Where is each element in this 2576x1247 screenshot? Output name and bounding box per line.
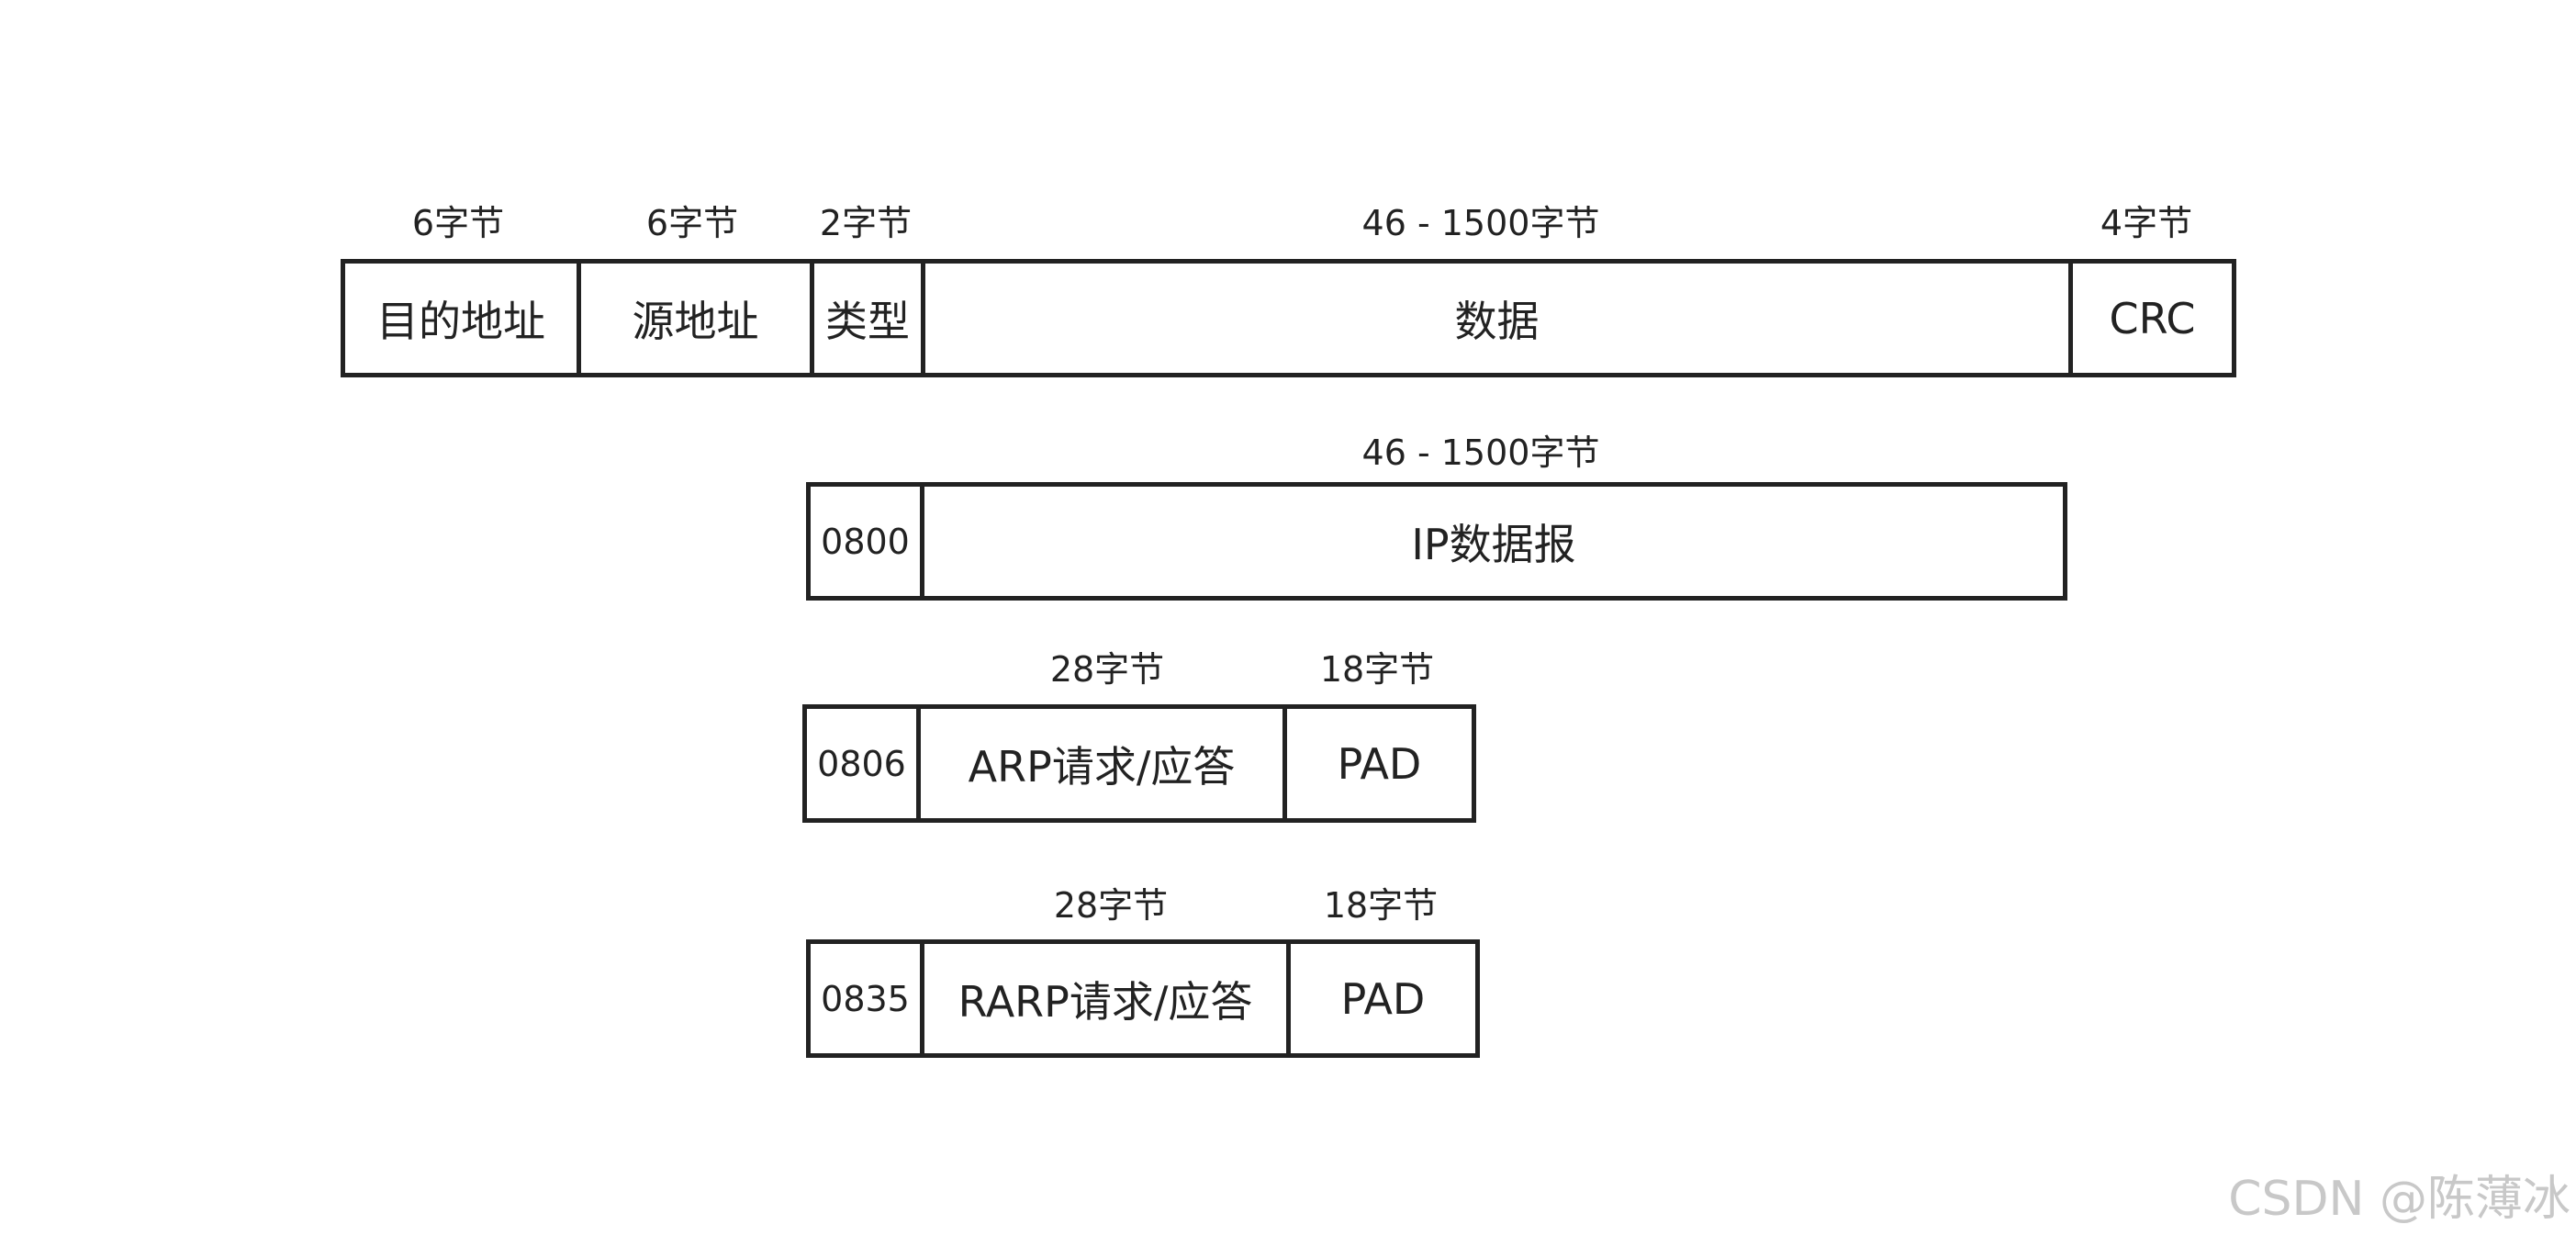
rarp-payload-size: 28字节 [1053,885,1169,926]
arp-pad-label: PAD [1337,738,1422,789]
rarp-type-code: 0835 [811,944,924,1053]
arp-payload-label: ARP请求/应答 [968,741,1236,792]
type-field: 类型 [814,264,925,373]
dest-address-label: 目的地址 [376,296,545,346]
rarp-pad-label: PAD [1340,973,1426,1024]
arp-pad-size: 18字节 [1319,649,1435,690]
arp-payload-size: 28字节 [1049,649,1165,690]
src-address-label: 源地址 [632,296,759,346]
rarp-payload-field: RARP请求/应答 [924,944,1291,1053]
arp-payload-field: ARP请求/应答 [921,709,1287,818]
arp-frame-row: 0806 ARP请求/应答 PAD [802,704,1476,823]
rarp-pad-size: 18字节 [1323,885,1439,926]
rarp-pad-field: PAD [1291,944,1475,1053]
type-size: 2字节 [819,203,913,243]
src-address-field: 源地址 [581,264,814,373]
arp-pad-field: PAD [1287,709,1472,818]
dest-address-field: 目的地址 [345,264,581,373]
ip-datagram-label: IP数据报 [1411,519,1576,569]
data-field: 数据 [925,264,2073,373]
dest-address-size: 6字节 [411,203,505,243]
crc-size: 4字节 [2100,203,2193,243]
watermark: CSDN @陈薄冰 [2228,1172,2570,1227]
arp-type-code-label: 0806 [817,743,906,784]
ip-type-code-label: 0800 [821,521,910,562]
crc-label: CRC [2109,293,2196,343]
ip-frame-row: 0800 IP数据报 [806,482,2067,601]
rarp-frame-row: 0835 RARP请求/应答 PAD [806,939,1480,1058]
type-label: 类型 [825,296,910,346]
ethernet-frame-row: 目的地址 源地址 类型 数据 CRC [341,259,2236,377]
rarp-payload-label: RARP请求/应答 [958,976,1253,1027]
data-size: 46 - 1500字节 [1361,203,1600,243]
ip-datagram-size: 46 - 1500字节 [1361,433,1600,473]
arp-type-code: 0806 [807,709,921,818]
ip-type-code: 0800 [811,487,924,596]
ip-datagram-field: IP数据报 [924,487,2063,596]
rarp-type-code-label: 0835 [821,978,910,1019]
src-address-size: 6字节 [645,203,739,243]
data-label: 数据 [1454,296,1540,346]
crc-field: CRC [2073,264,2232,373]
